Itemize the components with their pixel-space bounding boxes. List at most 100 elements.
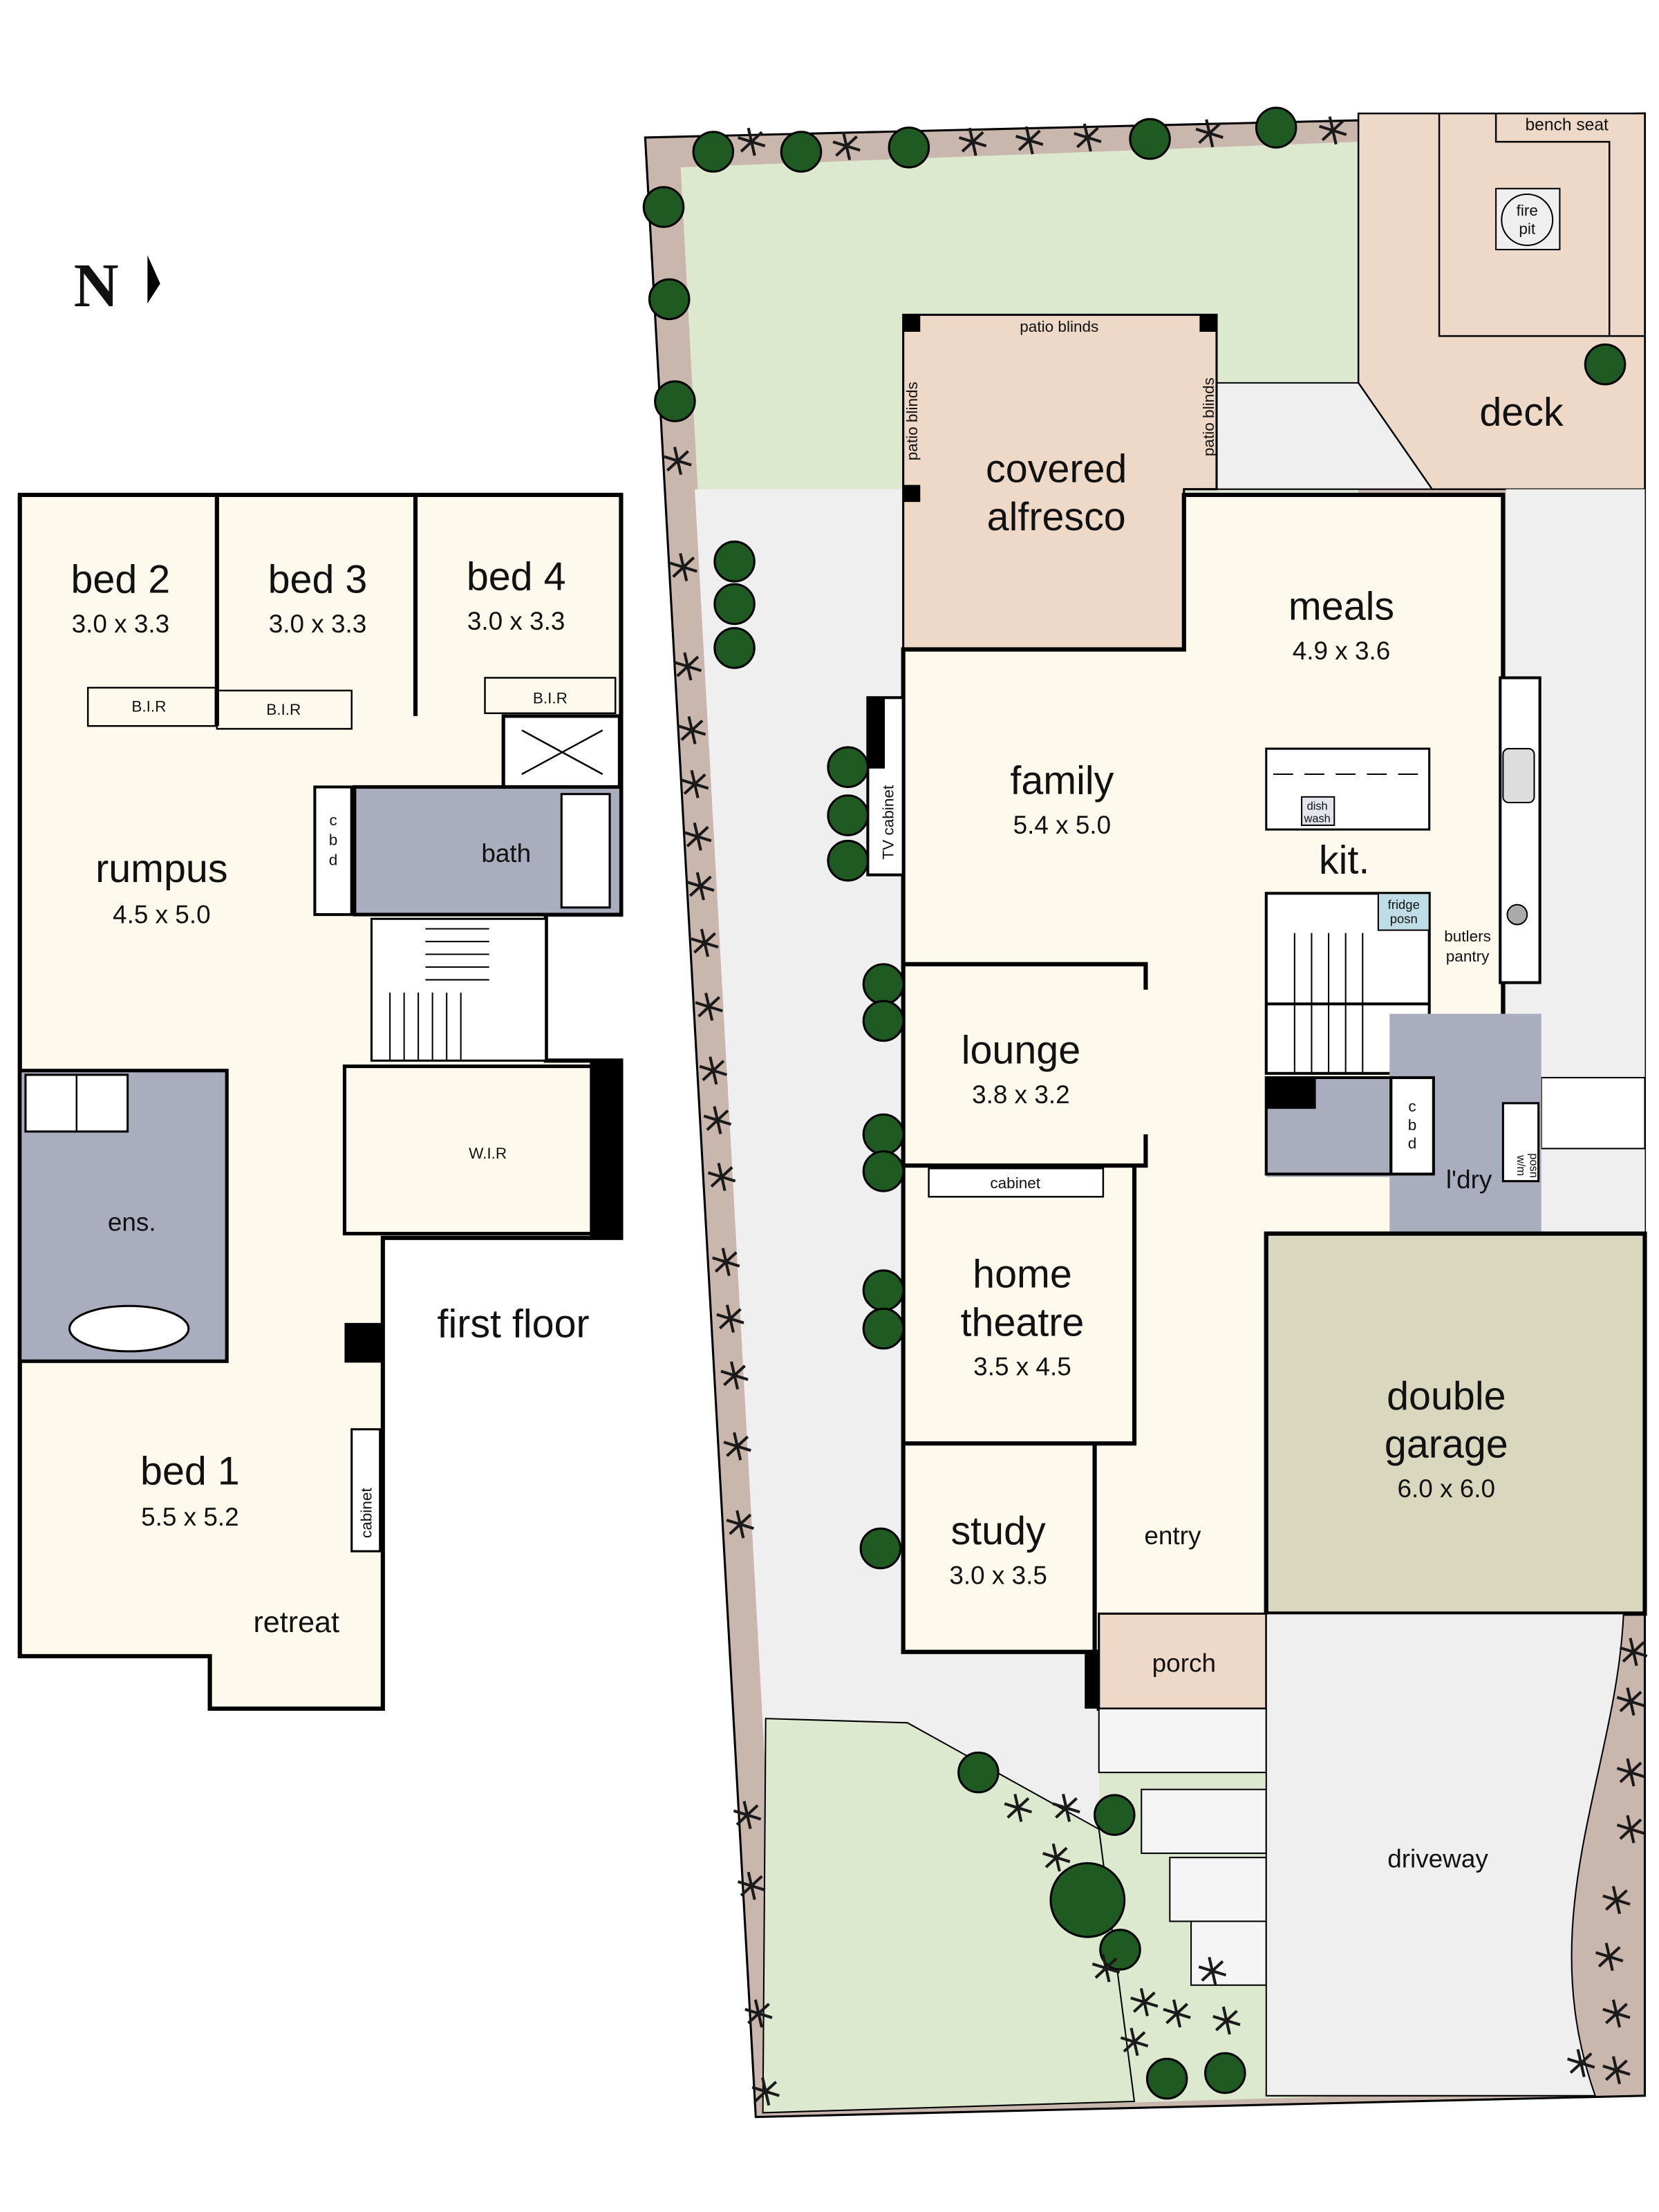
tree-icon bbox=[692, 131, 735, 173]
shrub-icon bbox=[726, 1519, 741, 1526]
shrub-icon bbox=[1004, 1802, 1019, 1810]
shrub-icon bbox=[1225, 2009, 1238, 2022]
shrub-icon bbox=[721, 1175, 736, 1183]
shrub-icon bbox=[1017, 1797, 1030, 1809]
shrub-icon bbox=[683, 652, 689, 667]
shrub-icon bbox=[737, 136, 752, 144]
shrub-icon bbox=[691, 719, 704, 731]
tree-icon bbox=[1204, 2052, 1246, 2094]
driveway-label: driveway bbox=[1387, 1845, 1488, 1873]
shrub-icon bbox=[1626, 1758, 1632, 1773]
shrub-icon bbox=[684, 831, 698, 838]
patio-blinds-label: patio blinds bbox=[1020, 318, 1098, 335]
shrub-icon bbox=[1130, 1996, 1145, 2004]
fridge-label: posn bbox=[1390, 911, 1418, 926]
tree-icon bbox=[862, 1000, 905, 1042]
shrub-icon bbox=[1609, 1955, 1624, 1962]
dishwasher-label: wash bbox=[1303, 813, 1330, 825]
shrub-icon bbox=[1208, 1956, 1214, 1971]
shrub-icon bbox=[744, 2007, 760, 2015]
shrub-icon bbox=[1595, 1951, 1610, 1958]
shrub-icon bbox=[1195, 127, 1210, 135]
shrub-icon bbox=[1629, 1818, 1642, 1830]
shrub-icon bbox=[1615, 2070, 1622, 2085]
rumpus-label: rumpus bbox=[95, 847, 227, 891]
shrub-icon bbox=[1597, 1956, 1611, 1968]
first-floor-plan: bed 2 3.0 x 3.3 bed 3 3.0 x 3.3 bed 4 3.… bbox=[17, 492, 624, 1711]
shrub-icon bbox=[750, 1875, 763, 1887]
shrub-icon bbox=[704, 932, 716, 944]
shrub-icon bbox=[1018, 1806, 1033, 1814]
shrub-icon bbox=[1605, 1899, 1618, 1911]
shrub-icon bbox=[1619, 1646, 1634, 1653]
family-label: family bbox=[1010, 759, 1114, 803]
shrub-icon bbox=[733, 1365, 747, 1377]
shrub-icon bbox=[1629, 1761, 1642, 1774]
tree-icon bbox=[648, 278, 691, 321]
porch-label: porch bbox=[1152, 1649, 1216, 1677]
step bbox=[1098, 1707, 1267, 1774]
shrub-icon bbox=[720, 1166, 733, 1179]
shrub-icon bbox=[739, 1513, 752, 1526]
shrub-icon bbox=[751, 140, 766, 148]
shrub-icon bbox=[1165, 2012, 1178, 2025]
entry-label: entry bbox=[1144, 1521, 1201, 1550]
shrub-icon bbox=[1139, 1987, 1146, 2003]
shrub-icon bbox=[700, 885, 715, 892]
shrub-icon bbox=[1225, 2020, 1231, 2035]
tree-icon bbox=[654, 380, 696, 422]
shrub-icon bbox=[1633, 1650, 1648, 1658]
shrub-icon bbox=[747, 127, 753, 142]
shrub-icon bbox=[1615, 2059, 1628, 2072]
home-theatre-dims: 3.5 x 4.5 bbox=[973, 1353, 1071, 1381]
shrub-icon bbox=[1615, 1900, 1622, 1915]
shrub-icon bbox=[1328, 116, 1335, 131]
shrub-icon bbox=[747, 1871, 753, 1886]
shrub-icon bbox=[1615, 2012, 1631, 2019]
shrub-icon bbox=[1074, 131, 1088, 139]
shrub-icon bbox=[1091, 1962, 1107, 1970]
shrub-icon bbox=[725, 1304, 732, 1320]
shrub-icon bbox=[1321, 129, 1334, 142]
shrub-icon bbox=[1619, 1771, 1632, 1783]
shrub-icon bbox=[968, 127, 975, 142]
shrub-icon bbox=[1611, 1999, 1618, 2014]
shrub-icon bbox=[1042, 1852, 1057, 1859]
family-dims: 5.4 x 5.0 bbox=[1013, 811, 1112, 839]
shrub-icon bbox=[737, 1445, 751, 1452]
bed4-label: bed 4 bbox=[467, 554, 566, 599]
step bbox=[1169, 1857, 1267, 1922]
shrub-icon bbox=[972, 140, 987, 148]
shrub-icon bbox=[1576, 2049, 1583, 2064]
shrub-icon bbox=[1331, 130, 1338, 145]
shrub-icon bbox=[730, 1361, 736, 1376]
lounge-label: lounge bbox=[962, 1028, 1080, 1072]
shrub-icon bbox=[1133, 2041, 1139, 2056]
shrub-icon bbox=[750, 141, 756, 156]
kitchen-label: kit. bbox=[1319, 838, 1369, 883]
shrub-icon bbox=[765, 2081, 778, 2093]
shrub-icon bbox=[697, 835, 712, 843]
shrub-icon bbox=[1221, 2006, 1228, 2021]
shrub-icon bbox=[713, 1069, 727, 1076]
shrub-icon bbox=[733, 1809, 748, 1817]
shrub-icon bbox=[747, 1813, 762, 1821]
bed3-label: bed 3 bbox=[268, 557, 368, 601]
shrub-icon bbox=[679, 553, 685, 568]
shrub-icon bbox=[1055, 1846, 1068, 1859]
shrub-icon bbox=[746, 1804, 759, 1817]
shrub-icon bbox=[1629, 1638, 1635, 1653]
shrub-icon bbox=[1569, 2062, 1582, 2074]
shrub-icon bbox=[740, 1523, 754, 1530]
tree-icon bbox=[862, 1113, 905, 1156]
shrub-icon bbox=[1018, 139, 1031, 151]
step bbox=[1141, 1788, 1267, 1855]
shrub-icon bbox=[1198, 132, 1211, 144]
shrub-icon bbox=[1094, 1967, 1107, 1979]
shrub-icon bbox=[715, 1120, 722, 1134]
shrub-icon bbox=[1632, 1641, 1645, 1653]
shrub-icon bbox=[1319, 124, 1333, 132]
deck-label: deck bbox=[1479, 390, 1564, 434]
shrub-icon bbox=[1566, 2057, 1582, 2065]
bir-label: B.I.R bbox=[266, 701, 301, 718]
